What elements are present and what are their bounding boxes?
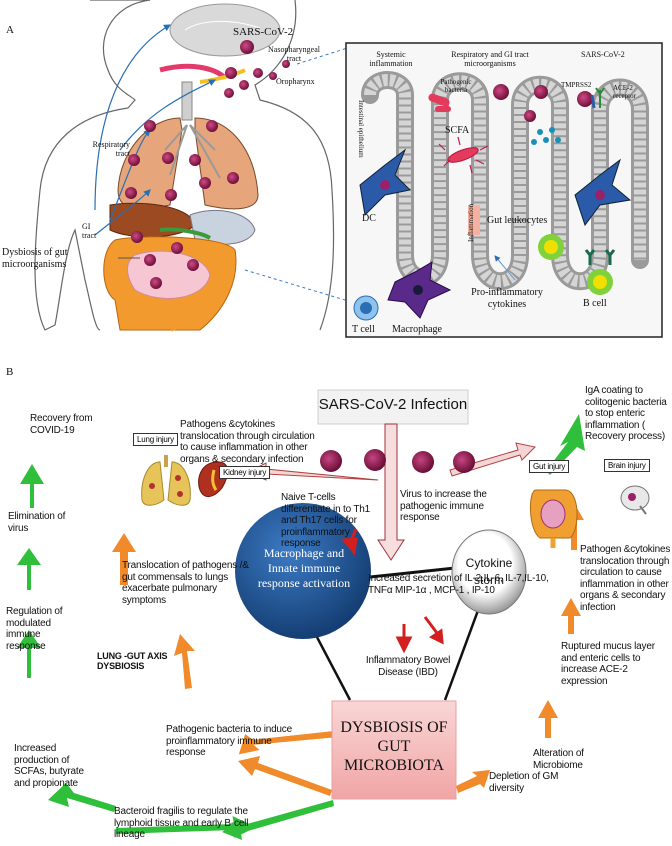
lung-gut-axis-text: LUNG -GUT AXIS DYSBIOSIS [97, 651, 168, 672]
alteration-text: Alteration of Microbiome [533, 748, 584, 771]
cytokine-storm-text: Cytokine storm [465, 556, 513, 587]
macrophage-text: Macrophage and Innate immune response ac… [257, 546, 351, 590]
panel-a-label: A [6, 24, 14, 36]
pathogens-left-text: Pathogens &cytokines translocation throu… [180, 419, 315, 465]
inset-dc: DC [362, 213, 376, 224]
inset-proinfl: Pro-inflammatory cytokines [471, 287, 543, 310]
inset-bcell: B cell [583, 298, 607, 309]
naso-label: Nasopharyngeal tract [268, 45, 320, 64]
green-arrows [17, 414, 585, 840]
panel-b-label: B [6, 366, 14, 378]
inset-macrophage: Macrophage [392, 324, 442, 335]
inset-pathogenic: Pathogenic bacteria [440, 78, 472, 95]
cytokine-storm-circle [451, 529, 527, 615]
brain-injury-box: Brain injury [604, 459, 650, 472]
lungs-icon [141, 455, 191, 506]
inset-scfa: SCFA [445, 125, 470, 136]
elimination-text: Elimination of virus [8, 511, 66, 534]
gut-icon [530, 489, 578, 548]
lung-injury-box: Lung injury [133, 433, 178, 446]
naive-tcells-text: Naive T-cells differentiate in to Th1 an… [281, 492, 370, 549]
inset-sars: SARS-CoV-2 [581, 50, 625, 59]
right-lung [194, 117, 259, 210]
pathogenic-bacteria-text: Pathogenic bacteria to induce proinflamm… [166, 724, 292, 758]
virus-increase-text: Virus to increase the pathogenic immune … [400, 489, 487, 523]
recovery-text: Recovery from COVID-19 [30, 413, 93, 436]
gi-label: GI tract [82, 222, 97, 241]
regulation-text: Regulation of modulated immune response [6, 606, 63, 652]
pathogenic-bacteria [428, 93, 451, 112]
resp-label: Respiratory tract [92, 140, 130, 159]
increased-secretion-text: Increased secretion of IL-2,IL-6, IL-7,I… [368, 573, 549, 596]
inset-gutleuk: Gut leukocytes [487, 215, 548, 226]
dysbiosis-box [331, 700, 457, 800]
virus-particles-panel-a [125, 40, 290, 289]
gut-injury-box: Gut injury [529, 460, 570, 473]
scfa-production-text: Increased production of SCFAs, butyrate … [14, 743, 84, 789]
sars-cov2-label: SARS-CoV-2 [233, 26, 294, 38]
inset-respgi: Respiratory and GI tract microorganisms [451, 50, 529, 69]
dysbiosis-text: DYSBIOSIS OF GUT MICROBIOTA [340, 719, 448, 775]
dysbiosis-label: Dysbiosis of gut microorganisms [2, 247, 68, 270]
sars-infection-title: SARS-CoV-2 Infection [318, 396, 468, 413]
kidney-injury-box: Kidney injury [219, 466, 271, 479]
ibd-text: Inflammatory Bowel Disease (IBD) [365, 655, 451, 678]
macrophage-circle [235, 503, 371, 639]
oro-label: Oropharynx [276, 77, 315, 86]
iga-text: IgA coating to colitogenic bacteria to s… [585, 385, 667, 442]
inset-ace: ACE-2 receptor [613, 84, 636, 101]
inset-tcell: T cell [352, 324, 375, 335]
body-silhouette [34, 0, 335, 331]
brain-icon [620, 485, 650, 515]
scfa-bacteria [438, 136, 489, 174]
inset-systemic: Systemic inflammation [369, 50, 413, 69]
pathogens-right-text: Pathogen &cytokines translocation throug… [580, 544, 671, 613]
inset-tmprss: TMPRSS2 [561, 81, 592, 89]
bacteroid-text: Bacteroid fragilis to regulate the lymph… [114, 806, 249, 840]
depletion-text: Depletion of GM diversity [489, 771, 559, 794]
translocation-text: Translocation of pathogens /& gut commen… [122, 560, 249, 606]
virus-particles-panel-b [320, 449, 475, 473]
ruptured-text: Ruptured mucus layer and enteric cells t… [561, 641, 655, 687]
